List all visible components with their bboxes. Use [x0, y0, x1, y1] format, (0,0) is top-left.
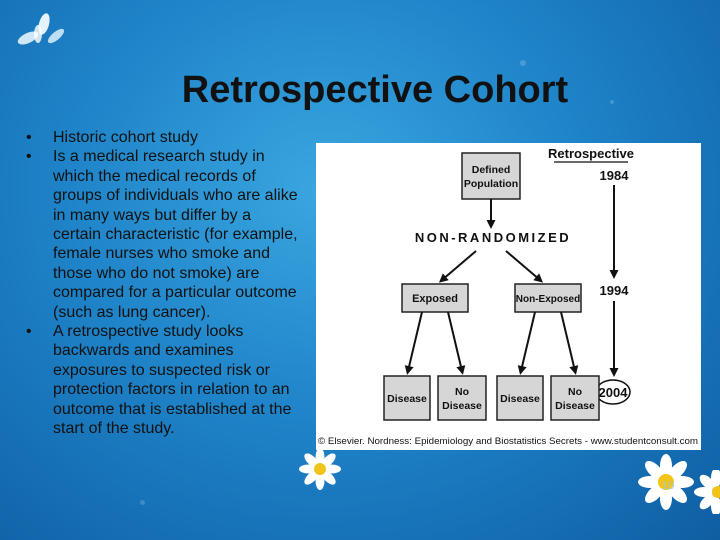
- daisy-flower-icon: [299, 448, 341, 490]
- no-disease-label: No: [455, 386, 469, 398]
- no-disease-box: [437, 375, 487, 421]
- bullet-item: • A retrospective study looks backwards …: [26, 322, 298, 438]
- bullet-text: A retrospective study looks backwards an…: [53, 323, 292, 438]
- arrow-exposed-no-disease: [447, 311, 466, 375]
- non-randomized-label: NON-RANDOMIZED: [415, 230, 571, 245]
- bullet-text: Historic cohort study: [53, 129, 198, 146]
- arrow-to-non-exposed: [505, 250, 544, 283]
- cohort-diagram: Retrospective 1984 1994 2004 Defined Pop…: [318, 146, 698, 447]
- bullet-item: • Is a medical research study in which t…: [26, 147, 298, 322]
- background-sparkle: [520, 60, 526, 66]
- defined-population-label: Defined: [472, 164, 511, 176]
- year-label-1984: 1984: [600, 168, 630, 183]
- bullet-item: • Historic cohort study: [26, 128, 298, 147]
- arrow-exposed-disease: [404, 311, 423, 375]
- background-sparkle: [140, 500, 145, 505]
- figure-copyright: © Elsevier. Nordness: Epidemiology and B…: [318, 436, 698, 447]
- slide-page-number: 10: [662, 480, 675, 492]
- blue-flower-icon: [17, 13, 65, 45]
- no-disease-label: Disease: [555, 400, 595, 412]
- exposed-box: [401, 283, 469, 313]
- year-label-1994: 1994: [600, 283, 630, 298]
- bullet-text: Is a medical research study in which the…: [53, 148, 298, 321]
- arrow-nonexposed-no-disease: [560, 311, 579, 375]
- arrow-nonexposed-disease: [517, 311, 536, 375]
- disease-box: [496, 375, 544, 421]
- exposed-label: Exposed: [412, 293, 458, 305]
- retrospective-cohort-figure: Retrospective 1984 1994 2004 Defined Pop…: [316, 143, 701, 450]
- year-label-2004: 2004: [599, 385, 629, 400]
- daisy-flower-icon: [638, 454, 694, 510]
- non-exposed-box: [514, 283, 582, 313]
- slide-title: Retrospective Cohort: [181, 69, 569, 112]
- bullet-symbol: •: [26, 323, 32, 341]
- no-disease-box: [550, 375, 600, 421]
- daisy-flower-icon: [694, 470, 720, 514]
- non-exposed-label: Non-Exposed: [516, 294, 580, 305]
- no-disease-label: Disease: [442, 400, 482, 412]
- bullet-symbol: •: [26, 148, 32, 166]
- defined-population-box: [461, 152, 521, 200]
- background-sparkle: [610, 100, 614, 104]
- figure-header: Retrospective: [548, 146, 634, 161]
- bullet-symbol: •: [26, 129, 32, 146]
- disease-label: Disease: [500, 393, 540, 405]
- disease-label: Disease: [387, 393, 427, 405]
- bullet-list: • Historic cohort study • Is a medical r…: [26, 128, 298, 439]
- no-disease-label: No: [568, 386, 582, 398]
- defined-population-label: Population: [464, 178, 518, 190]
- disease-box: [383, 375, 431, 421]
- arrow-to-exposed: [438, 250, 477, 283]
